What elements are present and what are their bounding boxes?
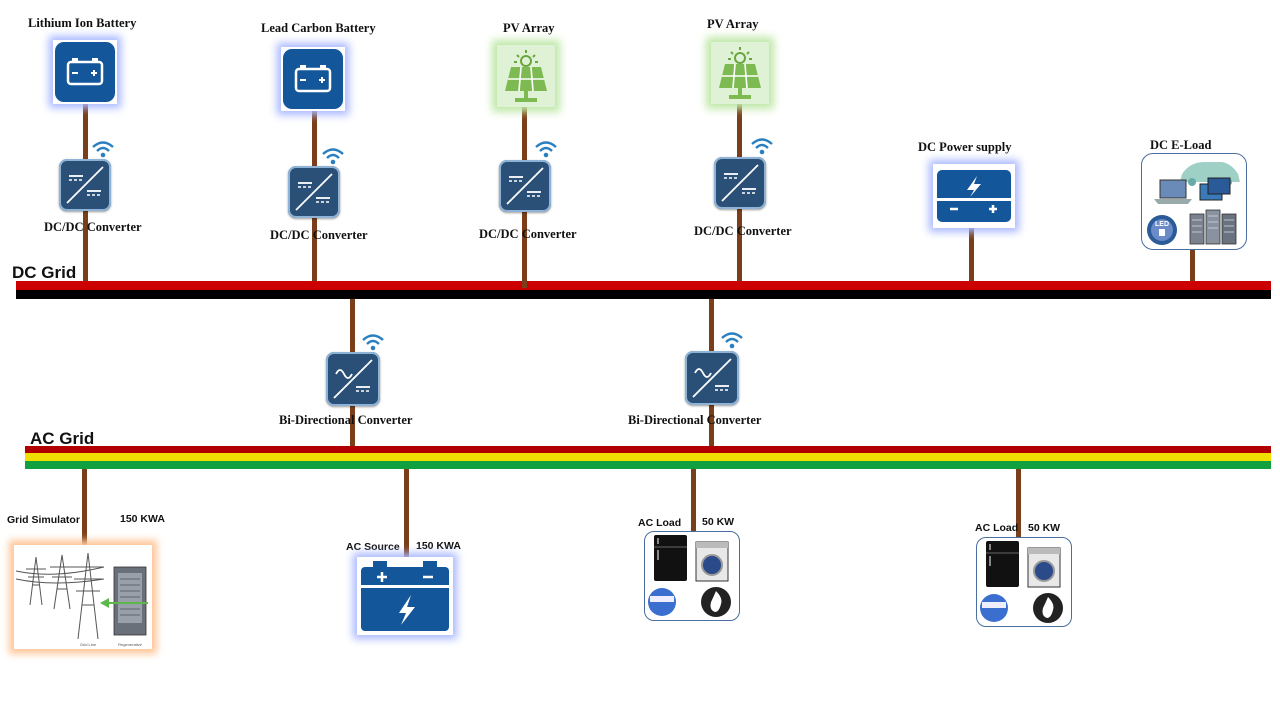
- pv-array-1-label: PV Array: [503, 21, 555, 35]
- ac-source[interactable]: [357, 557, 453, 635]
- ac-source-label: AC Source: [346, 541, 400, 553]
- wire-grid-sim: [82, 469, 87, 545]
- dc-dc-converter-icon: [66, 166, 104, 204]
- lithium-battery-label: Lithium Ion Battery: [28, 16, 137, 30]
- ac-load-1[interactable]: [644, 531, 740, 621]
- dcdc-converter-4-label: DC/DC Converter: [694, 224, 792, 238]
- grid-line-caption: Grid Line: [80, 642, 97, 647]
- ac-dc-converter-icon: [692, 358, 732, 398]
- ac-bus-yellow: [25, 453, 1271, 461]
- wire-dc-eload: [1190, 248, 1195, 281]
- ac-source-battery-icon: [361, 561, 449, 631]
- dcdc-converter-1-label: DC/DC Converter: [44, 220, 142, 234]
- solar-panel-icon: [711, 42, 769, 104]
- ac-load-2-label: AC Load: [975, 522, 1019, 534]
- lead-carbon-battery-label: Lead Carbon Battery: [261, 21, 376, 35]
- ac-load-1-rating: 50 KW: [702, 516, 735, 528]
- bidir-converter-2-label: Bi-Directional Converter: [628, 413, 762, 427]
- dcdc-converter-2-label: DC/DC Converter: [270, 228, 368, 242]
- wifi-icon: [362, 334, 384, 351]
- led-text: LED: [1155, 221, 1169, 228]
- dcdc-converter-3-label: DC/DC Converter: [479, 227, 577, 241]
- ac-load-1-label: AC Load: [638, 517, 682, 529]
- grid-simulator-label: Grid Simulator: [7, 514, 80, 526]
- dc-eload-label: DC E-Load: [1150, 138, 1212, 152]
- wifi-icon: [721, 332, 743, 349]
- ac-bus-red: [25, 446, 1271, 453]
- lithium-battery[interactable]: [53, 40, 117, 104]
- dcdc-converter-1[interactable]: [59, 159, 111, 211]
- transmission-tower-icon: Grid Line Regenerative: [15, 552, 148, 647]
- bidir-converter-1[interactable]: [326, 352, 380, 406]
- dcdc-converter-2[interactable]: [288, 166, 340, 218]
- dcdc-converter-4[interactable]: [714, 157, 766, 209]
- battery-icon: [283, 49, 343, 109]
- wire-ac-source: [404, 469, 409, 557]
- appliances-icon: [648, 535, 731, 617]
- wifi-icon: [535, 141, 557, 158]
- ac-load-2-rating: 50 KW: [1028, 522, 1061, 534]
- wifi-icon: [751, 138, 773, 155]
- ac-bus-green: [25, 461, 1271, 469]
- dc-power-supply[interactable]: [933, 164, 1015, 228]
- pv-array-2-label: PV Array: [707, 17, 759, 31]
- pv-array-1[interactable]: [497, 45, 555, 107]
- dc-bus-positive: [16, 281, 1271, 290]
- eload-icon: LED: [1147, 162, 1240, 245]
- wire-ac-load-2: [1016, 469, 1021, 537]
- power-supply-icon: [937, 170, 1011, 222]
- dc-dc-converter-icon: [506, 167, 544, 205]
- ac-dc-converter-icon: [333, 359, 373, 399]
- grid-simulator[interactable]: Grid Line Regenerative: [14, 545, 152, 649]
- wifi-icon: [322, 148, 344, 165]
- wifi-icon: [92, 141, 114, 158]
- dc-dc-converter-icon: [295, 173, 333, 211]
- wire-dc-supply: [969, 228, 974, 281]
- solar-panel-icon: [497, 45, 555, 107]
- bidir-converter-2[interactable]: [685, 351, 739, 405]
- dc-power-supply-label: DC Power supply: [918, 140, 1012, 154]
- dc-grid-label: DC Grid: [12, 263, 77, 282]
- dc-dc-converter-icon: [721, 164, 759, 202]
- bidir-converter-1-label: Bi-Directional Converter: [279, 413, 413, 427]
- wire-ac-load-1: [691, 469, 696, 531]
- grid-simulator-rating: 150 KWA: [120, 513, 165, 525]
- pv-array-2[interactable]: [711, 42, 769, 104]
- ac-load-2[interactable]: [976, 537, 1072, 627]
- dcdc-converter-3[interactable]: [499, 160, 551, 212]
- ac-grid-label: AC Grid: [30, 429, 95, 448]
- dc-bus-negative: [16, 290, 1271, 299]
- battery-icon: [55, 42, 115, 102]
- lead-carbon-battery[interactable]: [281, 47, 345, 111]
- dc-eload[interactable]: LED: [1141, 153, 1247, 250]
- appliances-icon: [980, 541, 1063, 623]
- regenerative-caption: Regenerative: [118, 642, 143, 647]
- ac-source-rating: 150 KWA: [416, 540, 461, 552]
